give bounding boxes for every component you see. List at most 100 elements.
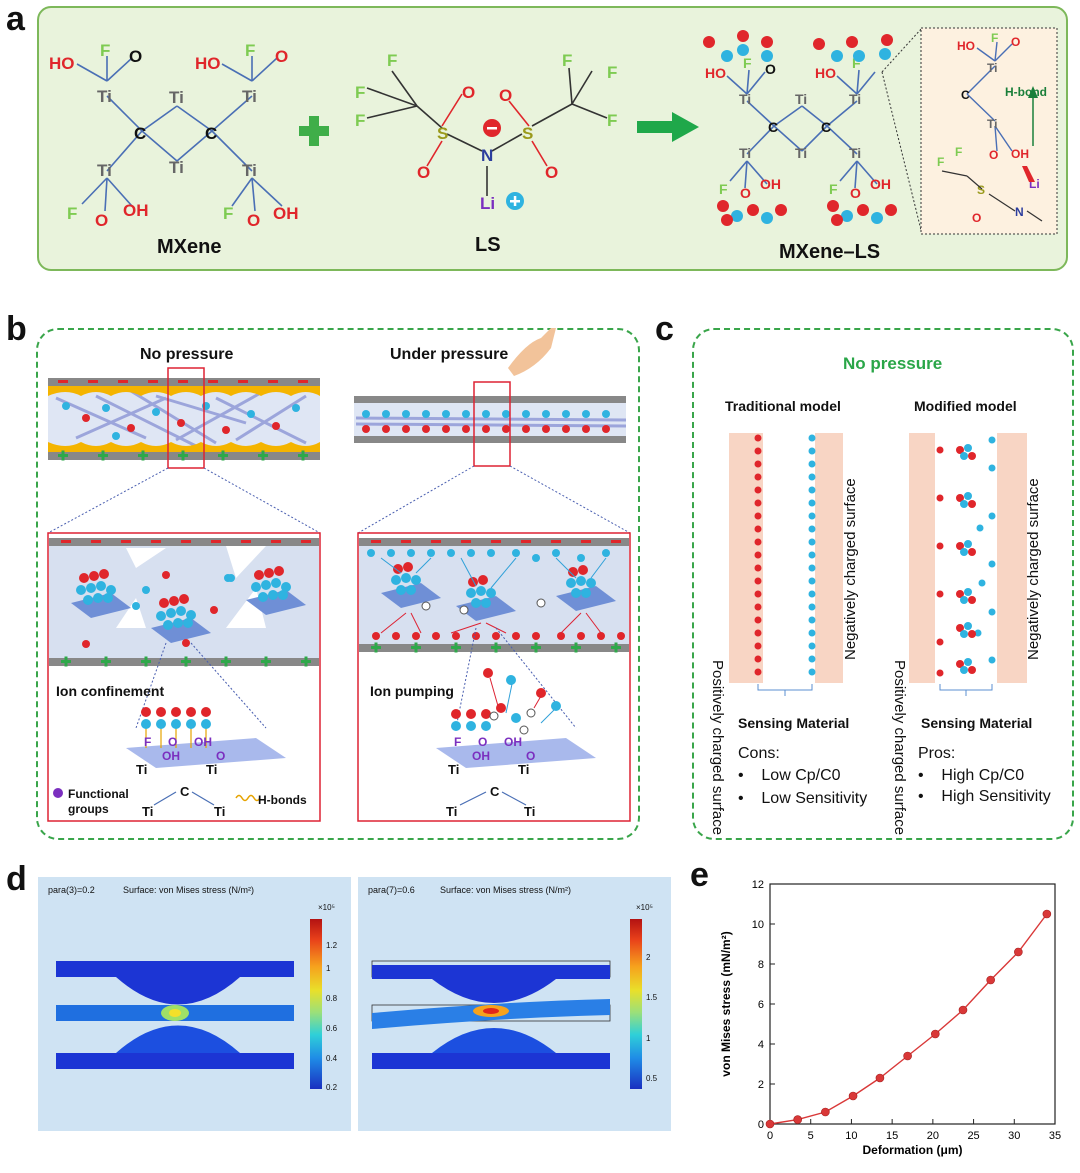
ion-cluster [556, 565, 616, 611]
pros-item: • High Sensitivity [918, 788, 1051, 805]
colorbar-tick: 1 [326, 964, 331, 973]
hbond-inset [920, 27, 1058, 235]
atom-s: S [977, 183, 985, 197]
x-tick-label: 5 [808, 1130, 814, 1142]
panel-label-d: d [6, 860, 27, 898]
colorbar-exp: ×10⁵ [318, 903, 335, 912]
atom-f: F [454, 735, 461, 749]
atom-c: C [961, 88, 970, 102]
colorbar-tick: 1.2 [326, 941, 338, 950]
atom-li: Li [480, 194, 495, 213]
atom-n: N [481, 146, 493, 165]
atom-o: O [850, 185, 861, 201]
cons-item: • Low Cp/C0 [738, 767, 841, 784]
data-point [903, 1051, 912, 1061]
atom-ti: Ti [795, 91, 807, 107]
ion-cluster [151, 594, 211, 643]
atom-ti: Ti [97, 87, 112, 106]
ls-structure [366, 67, 608, 196]
panel-c-box [692, 328, 1074, 840]
atom-f: F [387, 51, 397, 70]
atom-o: O [168, 735, 177, 749]
panel-label-e: e [690, 856, 709, 894]
atom-ti: Ti [214, 804, 225, 819]
colorbar-tick: 1 [646, 1034, 651, 1043]
x-tick-label: 0 [767, 1130, 773, 1142]
atom-oh: OH [273, 204, 299, 223]
atom-oh: OH [194, 735, 212, 749]
atom-f: F [991, 31, 998, 45]
atom-ti: Ti [849, 91, 861, 107]
atom-ti: Ti [242, 87, 257, 106]
atom-o: O [95, 211, 108, 230]
atom-oh: OH [472, 749, 490, 763]
mxene-structure [76, 56, 283, 212]
atom-c: C [180, 784, 190, 799]
sim-param: para(3)=0.2 [48, 885, 95, 895]
panel-label-a: a [6, 0, 25, 38]
atom-ho: HO [49, 54, 75, 73]
chart-ylabel: von Mises stress (mN/m²) [719, 931, 733, 1076]
atom-ti: Ti [169, 88, 184, 107]
modified-model-title: Modified model [914, 398, 1017, 414]
atom-f: F [223, 204, 233, 223]
y-tick-label: 8 [758, 959, 764, 971]
plus-icon [299, 116, 329, 146]
atom-o: O [545, 163, 558, 182]
atom-f: F [562, 51, 572, 70]
colorbar-tick: 0.8 [326, 994, 338, 1003]
mxene-label: MXene [157, 236, 221, 258]
atom-o: O [499, 86, 512, 105]
y-tick-label: 0 [758, 1119, 764, 1131]
functional-groups-legend: Functional groups [68, 787, 129, 816]
atom-f: F [937, 155, 944, 169]
atom-f: F [852, 55, 861, 71]
atom-ho: HO [195, 54, 221, 73]
colorbar-tick: 0.6 [326, 1024, 338, 1033]
atom-o: O [1011, 35, 1020, 49]
hbonds-legend: H-bonds [258, 793, 307, 807]
y-tick-label: 12 [752, 879, 764, 891]
colorbar [310, 919, 322, 1089]
atom-f: F [67, 204, 77, 223]
panel-label-c: c [655, 310, 674, 348]
atom-f: F [607, 63, 617, 82]
atom-o: O [478, 735, 487, 749]
atom-ti: Ti [169, 158, 184, 177]
atom-oh: OH [123, 201, 149, 220]
atom-ti: Ti [97, 161, 112, 180]
atom-s: S [437, 124, 448, 143]
atom-o: O [462, 83, 475, 102]
ls-label: LS [475, 234, 501, 256]
data-point [1014, 947, 1023, 957]
atom-oh: OH [870, 176, 891, 192]
simulation-left: para(3)=0.2 Surface: von Mises stress (N… [38, 877, 351, 1131]
positive-surface-right: Positively charged surface [891, 660, 908, 836]
ion-confinement-caption: Ion confinement [56, 683, 165, 699]
atom-o: O [417, 163, 430, 182]
traditional-model-title: Traditional model [725, 398, 841, 414]
atom-ti: Ti [849, 145, 861, 161]
hbond-icon [235, 794, 261, 802]
atom-f: F [829, 181, 838, 197]
colorbar-tick: 0.4 [326, 1054, 338, 1063]
x-tick-label: 10 [845, 1130, 857, 1142]
chart-marks [765, 909, 1052, 1129]
series-line [769, 913, 1048, 1125]
chart-xlabel: Deformation (μm) [862, 1143, 962, 1157]
panel-label-b: b [6, 310, 27, 348]
x-tick-label: 30 [1008, 1130, 1020, 1142]
colorbar-tick: 0.2 [326, 1083, 338, 1092]
atom-li: Li [1029, 177, 1040, 191]
hbond-label: H-bond [1005, 85, 1047, 99]
sensing-material-left: Sensing Material [738, 715, 850, 731]
colorbar-exp: ×10⁵ [636, 903, 653, 912]
colorbar-tick: 0.5 [646, 1074, 658, 1083]
atom-o: O [989, 148, 998, 162]
data-point [1042, 909, 1052, 919]
y-tick-label: 6 [758, 999, 764, 1011]
atom-o: O [247, 211, 260, 230]
under-pressure-title: Under pressure [390, 346, 509, 363]
